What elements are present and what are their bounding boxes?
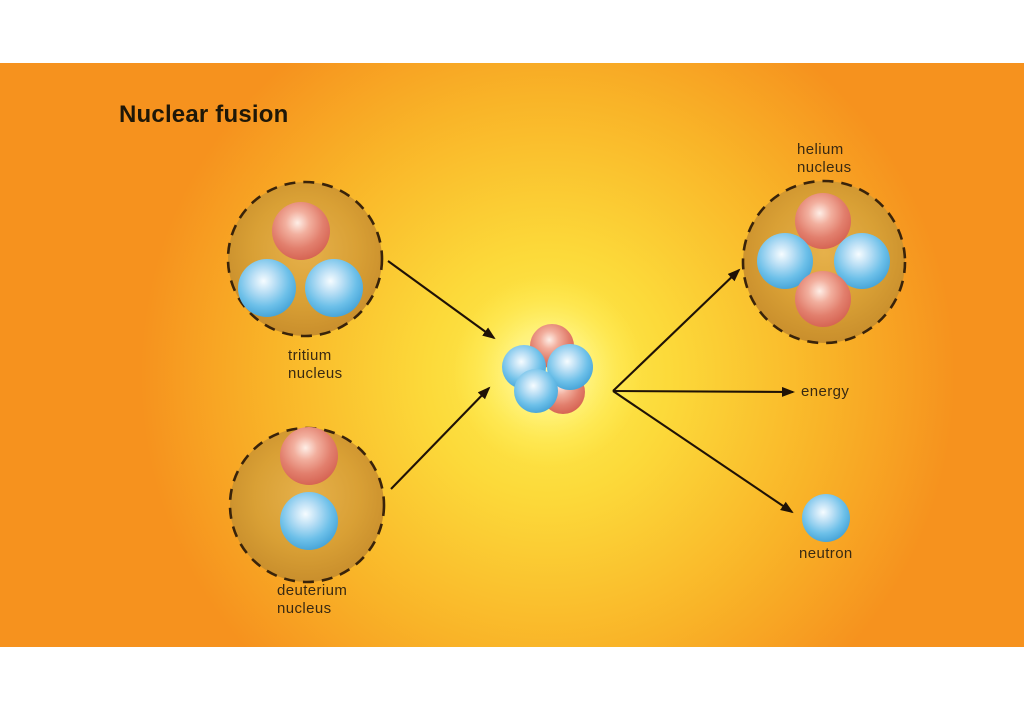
fusion-diagram — [226, 179, 907, 584]
helium-label-line1: helium — [797, 141, 844, 158]
neutron-label: neutron — [799, 545, 853, 562]
arrows — [387, 260, 795, 514]
tritium-label-line2: nucleus — [288, 365, 343, 382]
deuterium-label: deuterium nucleus — [277, 582, 347, 618]
arrow-tritium-to-core — [387, 260, 496, 340]
proton-sphere — [280, 427, 338, 485]
neutron-sphere — [305, 259, 363, 317]
arrow-core-to-energy — [612, 386, 795, 397]
neutron-sphere — [514, 369, 558, 413]
neutron-sphere — [280, 492, 338, 550]
neutron-sphere — [757, 233, 813, 289]
proton-sphere — [795, 271, 851, 327]
deuterium-nucleus — [228, 426, 386, 584]
arrow-deuterium-to-core — [390, 386, 491, 490]
proton-sphere — [272, 202, 330, 260]
helium-label: helium nucleus — [797, 141, 852, 177]
neutron-sphere — [238, 259, 296, 317]
deuterium-label-line1: deuterium — [277, 582, 348, 599]
neutron-sphere — [834, 233, 890, 289]
fusion-core — [453, 276, 643, 466]
page-title: Nuclear fusion — [119, 101, 289, 128]
helium-label-line2: nucleus — [797, 159, 852, 176]
free-neutron-sphere — [802, 494, 850, 542]
proton-sphere — [795, 193, 851, 249]
helium-nucleus — [741, 179, 907, 345]
tritium-label-line1: tritium — [288, 347, 332, 364]
orange-gradient-panel — [0, 63, 1024, 647]
tritium-label: tritium nucleus — [288, 347, 343, 383]
deuterium-label-line2: nucleus — [277, 600, 332, 617]
energy-label: energy — [801, 383, 850, 400]
helium-dashed-circle — [741, 179, 907, 345]
arrow-core-to-helium — [612, 268, 741, 392]
tritium-nucleus — [226, 180, 384, 338]
arrow-core-to-neutron — [612, 390, 794, 514]
neutron-sphere — [547, 344, 593, 390]
